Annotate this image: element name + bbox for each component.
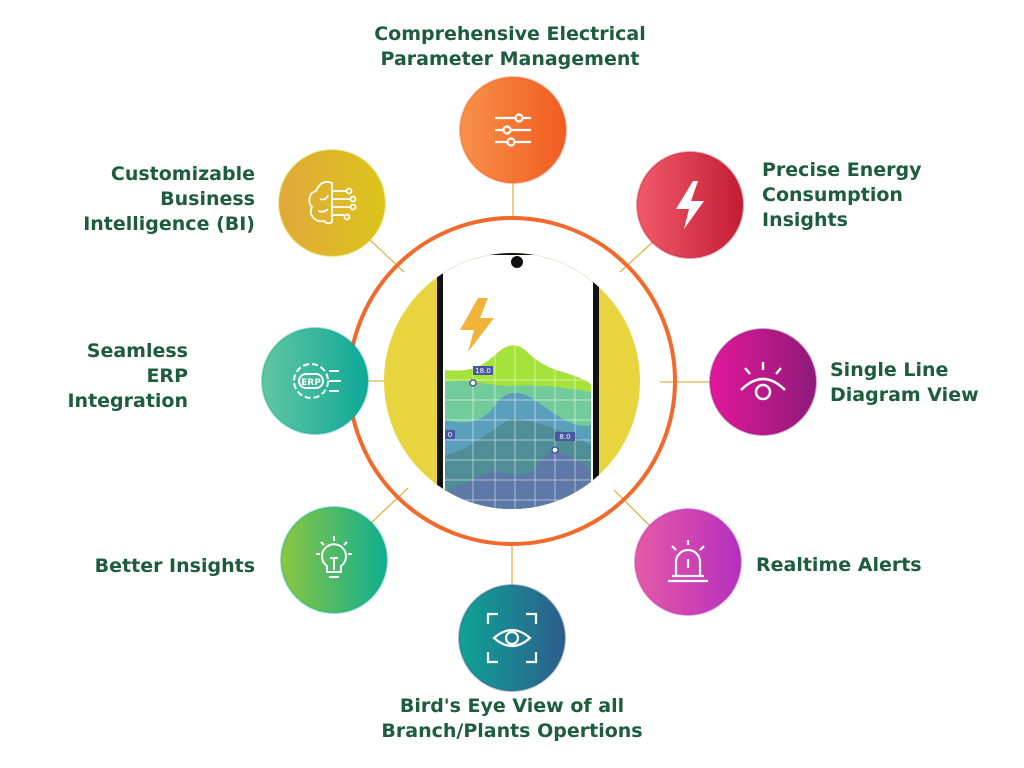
- connector-lines: [367, 182, 711, 586]
- chart-label: 8.0: [559, 433, 570, 441]
- feature-label-bottom-left: Better Insights: [0, 554, 255, 579]
- label-line: Parameter Management: [380, 48, 640, 70]
- label-line: Realtime Alerts: [756, 554, 922, 576]
- feature-circle-top: [459, 76, 567, 184]
- chart-label: 18.0: [475, 367, 491, 375]
- label-line: Business: [160, 188, 255, 210]
- label-line: Precise Energy: [762, 159, 922, 181]
- feature-circle-top-left: [278, 149, 386, 257]
- erp-icon-text: ERP: [301, 378, 321, 388]
- label-line: Integration: [67, 390, 188, 412]
- feature-circle-bottom: [458, 584, 566, 692]
- label-line: Seamless: [86, 340, 188, 362]
- phone: 18.0 8.0 0: [437, 253, 599, 509]
- feature-circle-top-right: [636, 151, 744, 259]
- erp-gear-icon: ERP: [293, 363, 341, 399]
- lightning-icon: [676, 181, 704, 229]
- label-line: Branch/Plants Opertions: [381, 720, 643, 742]
- label-line: Single Line: [830, 359, 949, 381]
- lightning-icon: [460, 298, 494, 352]
- eye-focus-icon: [486, 612, 538, 664]
- sliders-icon: [495, 113, 531, 147]
- label-line: Diagram View: [830, 384, 979, 406]
- label-line: Bird's Eye View of all: [399, 695, 625, 717]
- label-line: Comprehensive Electrical: [374, 23, 646, 45]
- chart-point: [551, 446, 559, 454]
- feature-circle-left: ERP: [261, 327, 369, 435]
- label-line: Consumption: [762, 184, 903, 206]
- label-line: Better Insights: [94, 555, 255, 577]
- feature-circle-bottom-left: [280, 506, 388, 614]
- phone-area-chart: 18.0 8.0 0: [445, 340, 591, 509]
- eye-rays-icon: [740, 362, 786, 401]
- feature-circle-right: [709, 328, 817, 436]
- label-line: Intelligence (BI): [83, 213, 255, 235]
- label-line: Customizable: [110, 163, 255, 185]
- feature-label-bottom-right: Realtime Alerts: [756, 553, 922, 578]
- chart-label: 0: [448, 431, 452, 439]
- alarm-siren-icon: [668, 540, 708, 583]
- label-line: Insights: [762, 209, 848, 231]
- brain-circuit-icon: [308, 181, 357, 225]
- chart-point: [469, 379, 477, 387]
- feature-circle-bottom-right: [634, 508, 742, 616]
- lightbulb-icon: [316, 536, 352, 578]
- label-line: ERP: [146, 365, 188, 387]
